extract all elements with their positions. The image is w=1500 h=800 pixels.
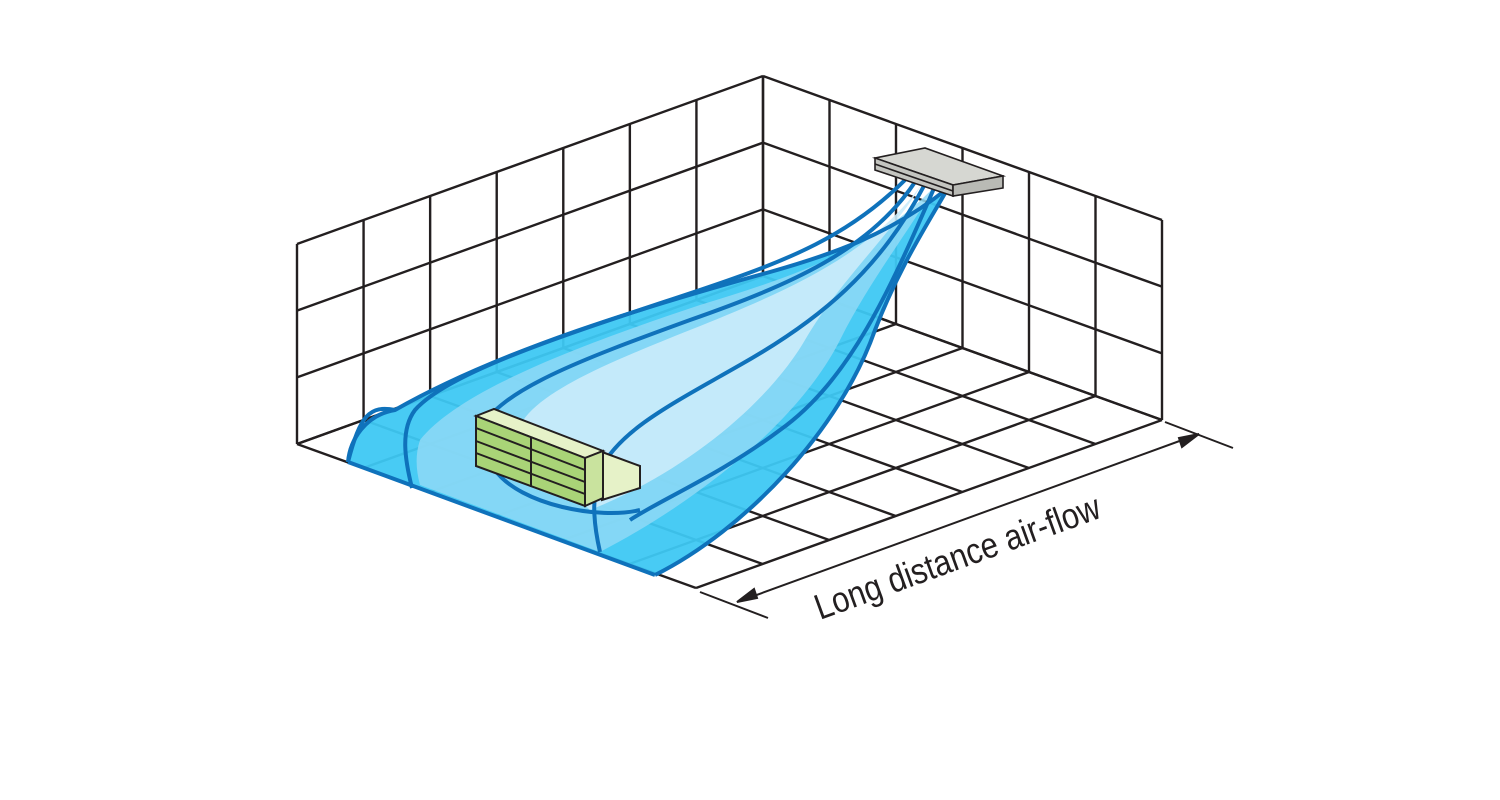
- ceiling-ac-unit-icon: [871, 147, 1007, 198]
- airflow-stream: [346, 178, 950, 577]
- streamline: [478, 180, 917, 431]
- streamline: [654, 187, 950, 577]
- streamline: [628, 185, 937, 522]
- right-wall-horizontal-line: [762, 74, 1163, 222]
- streamline-front-edge: [347, 460, 656, 577]
- left-wall-horizontal-line: [296, 74, 764, 246]
- floor-grid-line: [695, 418, 1163, 590]
- arrowhead-right: [1177, 433, 1200, 449]
- arrow-shaft: [739, 434, 1197, 602]
- left-wall-horizontal-line: [296, 208, 764, 379]
- arrowhead-left: [736, 587, 759, 603]
- right-wall-horizontal-line: [762, 208, 1163, 355]
- streamline-bulge: [346, 406, 396, 463]
- left-wall-horizontal-line: [296, 141, 764, 312]
- room-walls-grid: [295, 74, 1164, 446]
- streamline-ring: [493, 468, 641, 515]
- airflow-inner-band: [515, 184, 922, 510]
- extension-line-left: [699, 591, 769, 619]
- right-wall-horizontal-line: [762, 141, 1163, 288]
- floor-heater-icon: [473, 407, 641, 508]
- distance-arrow: [699, 421, 1234, 619]
- streamline: [403, 178, 907, 489]
- airflow-label: Long distance air-flow: [809, 488, 1106, 628]
